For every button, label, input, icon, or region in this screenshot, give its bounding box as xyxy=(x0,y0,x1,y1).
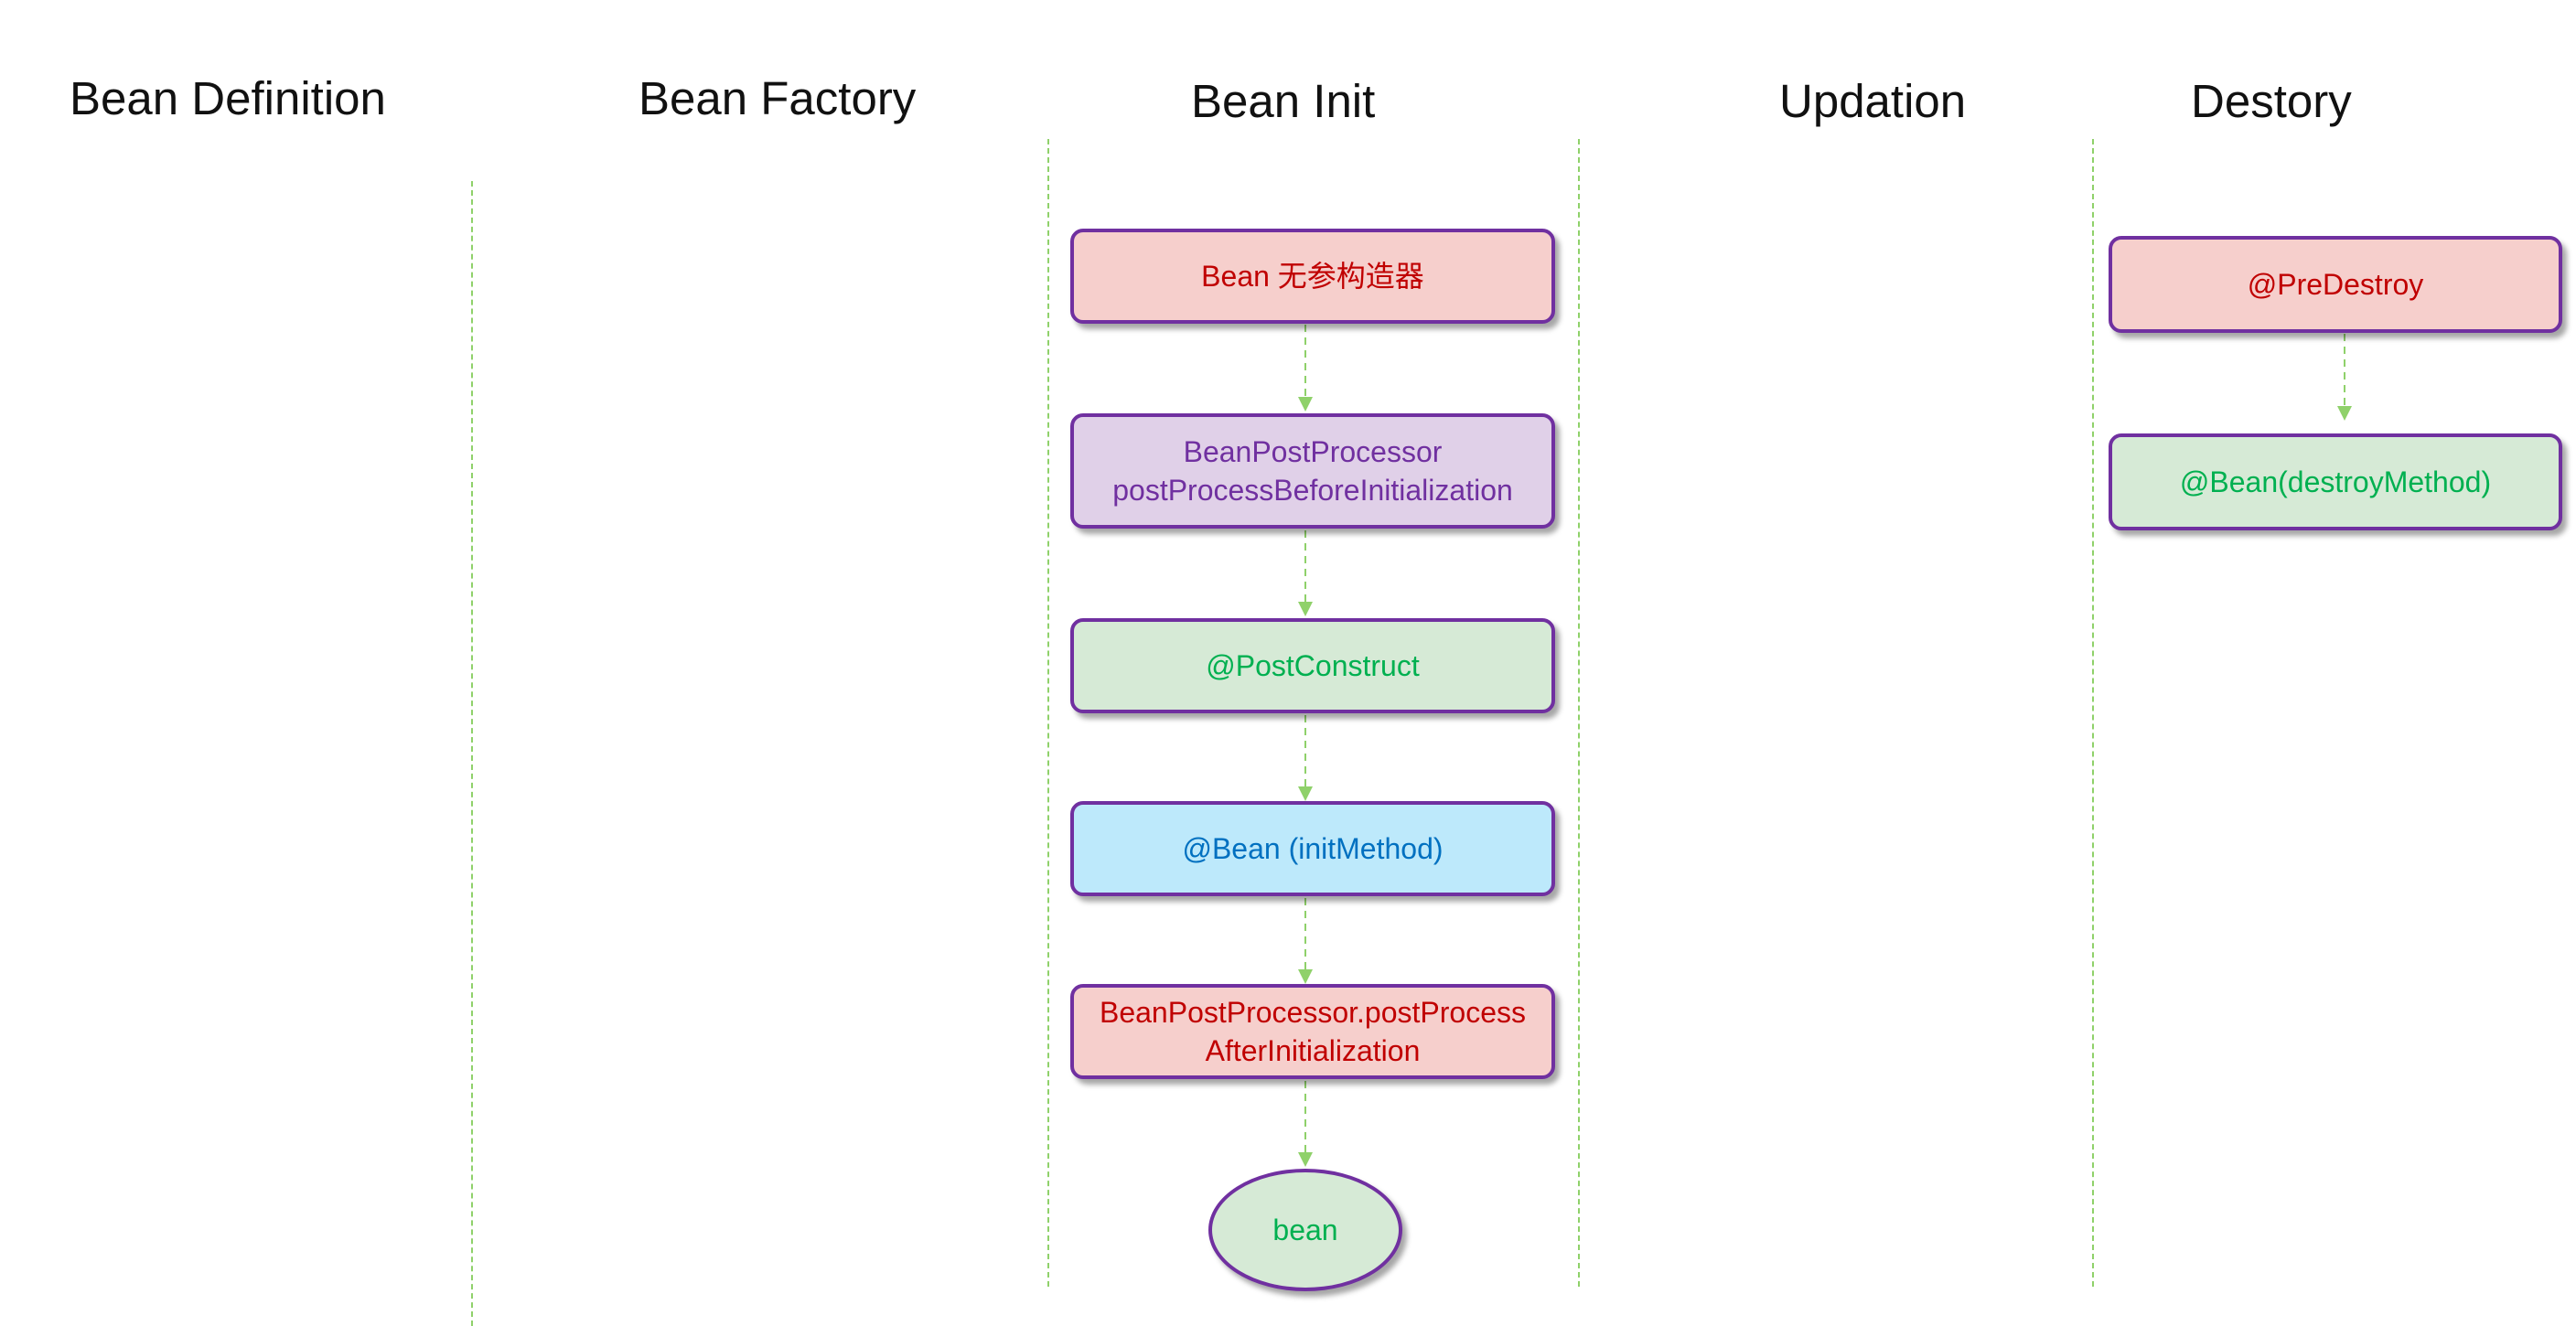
lane-divider-4 xyxy=(2092,139,2094,1287)
arrowhead-1 xyxy=(1298,397,1313,412)
after-initialization-label: BeanPostProcessor.postProcess AfterIniti… xyxy=(1099,996,1526,1067)
post-construct-label: @PostConstruct xyxy=(1206,649,1420,682)
lane-divider-2 xyxy=(1047,139,1049,1287)
arrowhead-3 xyxy=(1298,786,1313,801)
before-initialization-node: BeanPostProcessor postProcessBeforeIniti… xyxy=(1070,413,1555,529)
bean-result-label: bean xyxy=(1272,1214,1338,1246)
column-title-bean-init: Bean Init xyxy=(1191,75,1376,127)
init-method-node: @Bean (initMethod) xyxy=(1070,801,1555,896)
arrowhead-5 xyxy=(1298,1152,1313,1167)
lane-divider-1 xyxy=(471,181,473,1326)
post-construct-node: @PostConstruct xyxy=(1070,618,1555,713)
lane-divider-3 xyxy=(1578,139,1580,1287)
column-title-destroy: Destory xyxy=(2191,75,2352,127)
bean-constructor-node: Bean 无参构造器 xyxy=(1070,229,1555,324)
destroy-method-label: @Bean(destroyMethod) xyxy=(2179,465,2492,498)
arrowhead-4 xyxy=(1298,969,1313,984)
pre-destroy-label: @PreDestroy xyxy=(2247,268,2424,301)
before-initialization-label: BeanPostProcessor postProcessBeforeIniti… xyxy=(1112,435,1513,507)
arrowhead-2 xyxy=(1298,602,1313,616)
column-title-updation: Updation xyxy=(1779,75,1967,127)
init-method-label: @Bean (initMethod) xyxy=(1182,832,1444,865)
column-title-bean-definition: Bean Definition xyxy=(70,72,386,124)
arrowhead-6 xyxy=(2337,406,2352,421)
column-title-bean-factory: Bean Factory xyxy=(639,72,917,124)
bean-constructor-label: Bean 无参构造器 xyxy=(1201,260,1424,293)
pre-destroy-node: @PreDestroy xyxy=(2109,236,2562,333)
destroy-method-node: @Bean(destroyMethod) xyxy=(2109,433,2562,530)
after-initialization-node: BeanPostProcessor.postProcess AfterIniti… xyxy=(1070,984,1555,1079)
bean-result-node: bean xyxy=(1208,1169,1402,1291)
